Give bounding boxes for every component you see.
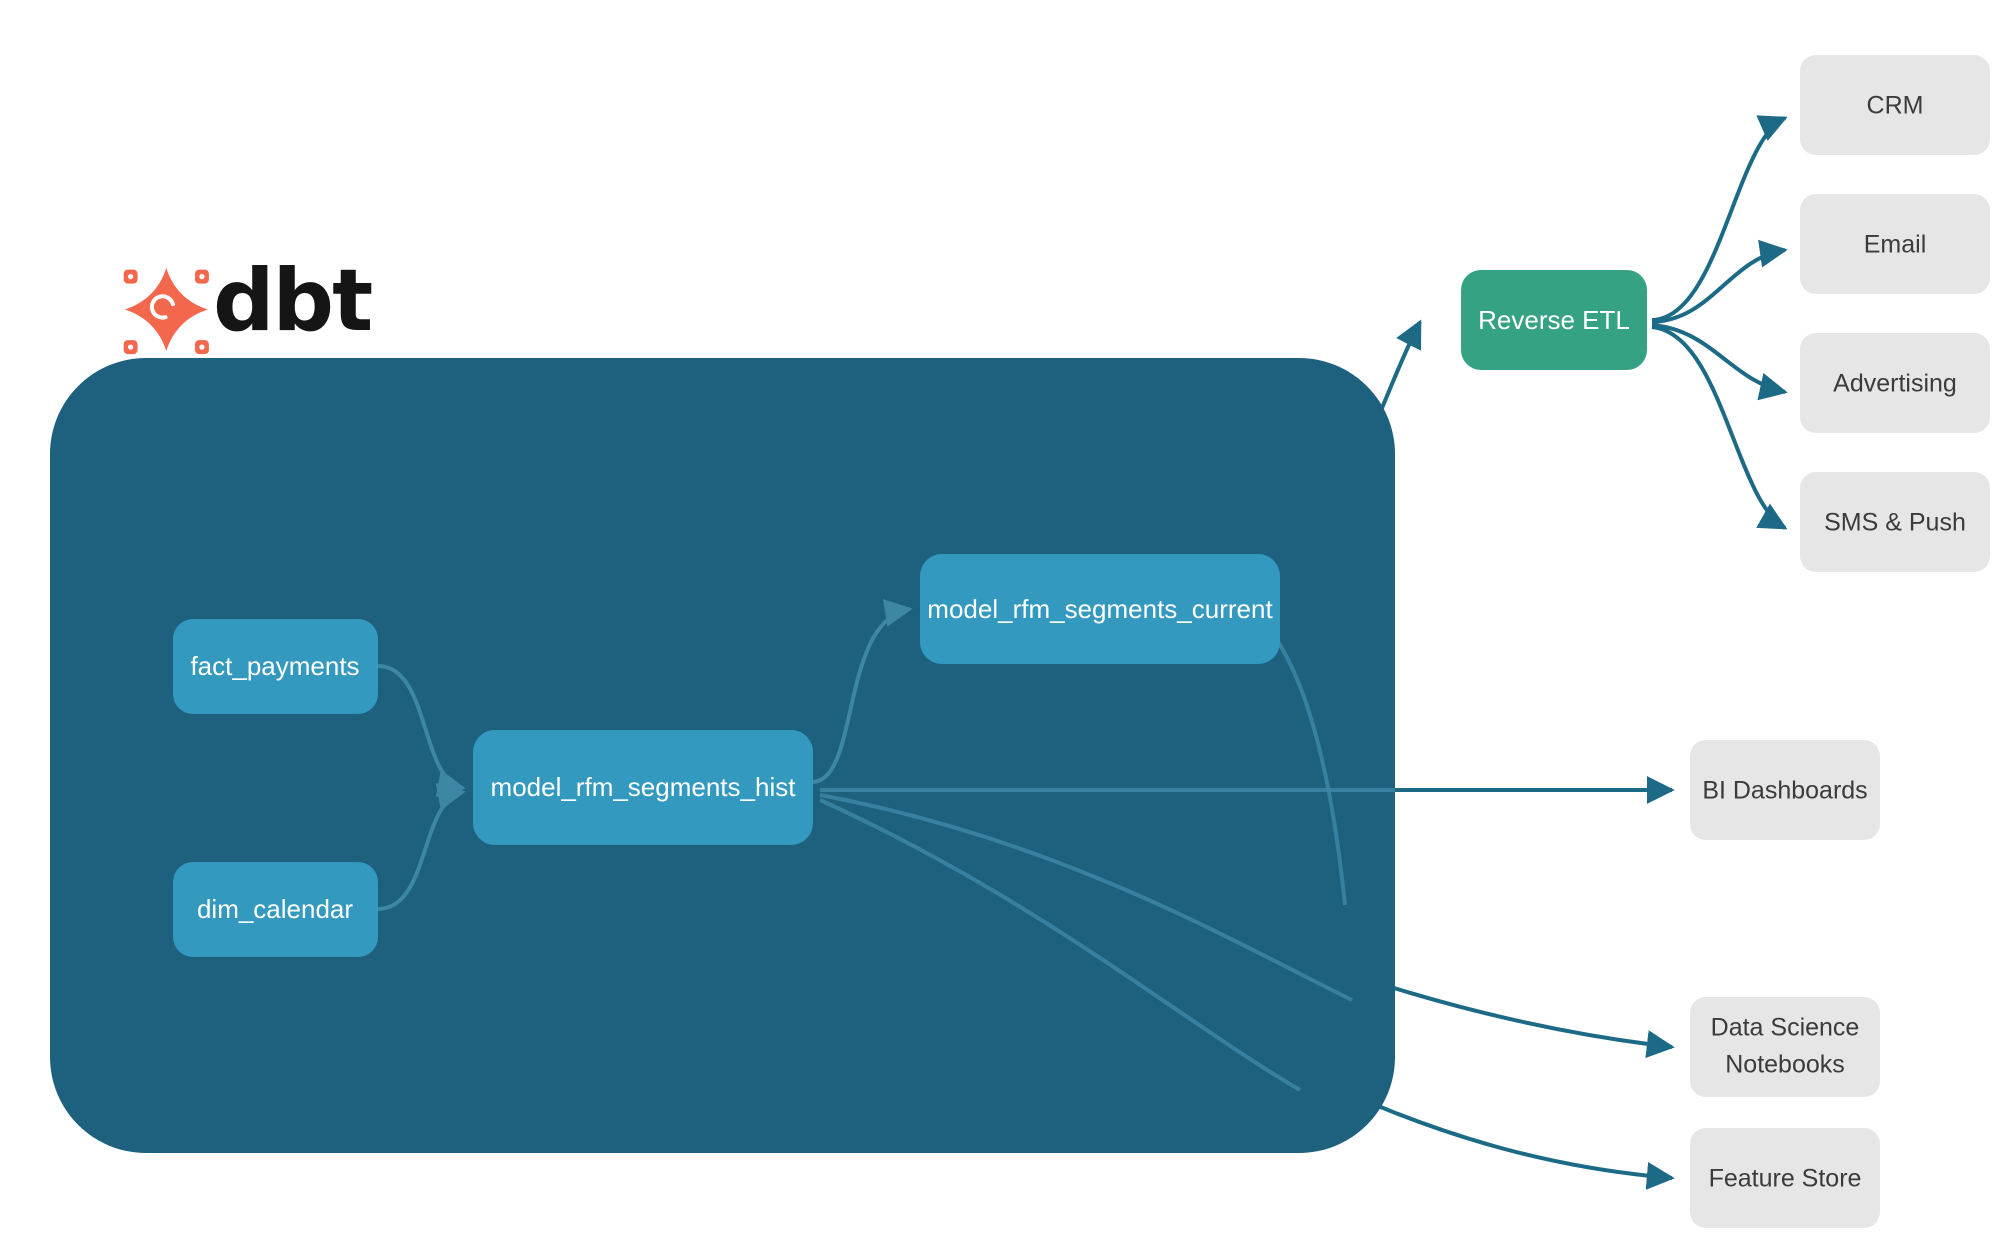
- node-data-science-notebooks-label-line1: Data Science: [1711, 1014, 1860, 1042]
- dbt-logo-icon: [123, 268, 209, 355]
- edge-fact-payments-to-hist: [377, 664, 466, 798]
- node-model-rfm-segments-current-box[interactable]: [920, 554, 1280, 664]
- edge-hist-to-current: [812, 599, 913, 784]
- node-model-rfm-segments-current-label: model_rfm_segments_current: [927, 594, 1273, 624]
- node-crm-box[interactable]: [1800, 55, 1990, 155]
- node-bi-dashboards-box[interactable]: [1690, 740, 1880, 840]
- node-advertising[interactable]: Advertising: [1800, 333, 1990, 433]
- dbt-logo: dbt: [123, 251, 374, 355]
- node-dim-calendar[interactable]: dim_calendar: [173, 862, 378, 957]
- node-dim-calendar-label: dim_calendar: [197, 894, 353, 924]
- edge-hist-to-feature-store-inner: [819, 798, 1302, 1092]
- node-model-rfm-segments-current[interactable]: model_rfm_segments_current: [920, 554, 1280, 664]
- node-fact-payments-label: fact_payments: [190, 651, 359, 681]
- node-feature-store-box[interactable]: [1690, 1128, 1880, 1228]
- edge-hist-to-data-science-notebooks-inner: [819, 793, 1353, 1002]
- edge-reverse-etl-to-email: [1651, 239, 1788, 324]
- edge-reverse-etl-to-advertising: [1651, 323, 1788, 401]
- node-email[interactable]: Email: [1800, 194, 1990, 294]
- node-reverse-etl[interactable]: Reverse ETL: [1461, 270, 1647, 370]
- node-advertising-label: Advertising: [1833, 370, 1957, 398]
- node-bi-dashboards[interactable]: BI Dashboards: [1690, 740, 1880, 840]
- node-email-box[interactable]: [1800, 194, 1990, 294]
- node-feature-store-label: Feature Store: [1709, 1165, 1862, 1193]
- node-fact-payments[interactable]: fact_payments: [173, 619, 378, 714]
- node-email-label: Email: [1864, 231, 1927, 259]
- node-sms-push[interactable]: SMS & Push: [1800, 472, 1990, 572]
- node-model-rfm-segments-hist-box[interactable]: [473, 730, 813, 845]
- node-data-science-notebooks-label-line2: Notebooks: [1725, 1051, 1845, 1079]
- node-advertising-box[interactable]: [1800, 333, 1990, 433]
- edge-reverse-etl-to-sms-push: [1651, 325, 1788, 530]
- edge-reverse-etl-to-crm: [1651, 115, 1788, 322]
- edge-dim-calendar-to-hist: [377, 782, 466, 911]
- node-bi-dashboards-label: BI Dashboards: [1702, 777, 1867, 805]
- node-crm-label: CRM: [1867, 92, 1924, 120]
- node-reverse-etl-label: Reverse ETL: [1478, 305, 1630, 335]
- node-sms-push-label: SMS & Push: [1824, 509, 1966, 537]
- node-feature-store[interactable]: Feature Store: [1690, 1128, 1880, 1228]
- node-model-rfm-segments-hist[interactable]: model_rfm_segments_hist: [473, 730, 813, 845]
- node-fact-payments-box[interactable]: [173, 619, 378, 714]
- node-model-rfm-segments-hist-label: model_rfm_segments_hist: [491, 772, 797, 802]
- node-data-science-notebooks[interactable]: Data Science Notebooks: [1690, 997, 1880, 1097]
- node-reverse-etl-box[interactable]: [1461, 270, 1647, 370]
- edge-layer-reverse-etl-fanout: [1651, 115, 1788, 530]
- node-data-science-notebooks-box[interactable]: [1690, 997, 1880, 1097]
- node-dim-calendar-box[interactable]: [173, 862, 378, 957]
- node-crm[interactable]: CRM: [1800, 55, 1990, 155]
- dbt-logo-wordmark: dbt: [213, 251, 372, 351]
- node-sms-push-box[interactable]: [1800, 472, 1990, 572]
